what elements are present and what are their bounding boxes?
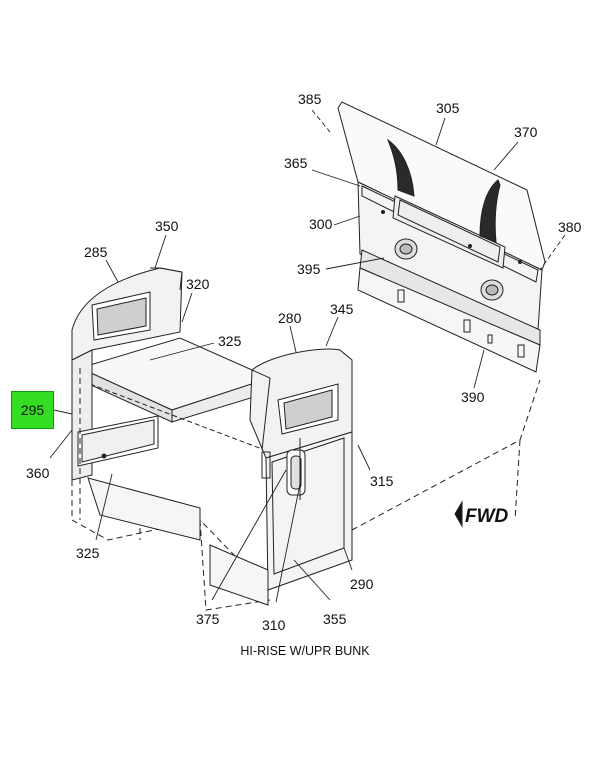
rear-wall-panel <box>337 101 546 373</box>
callout-395: 395 <box>297 261 321 277</box>
fwd-label: FWD <box>465 506 509 527</box>
fwd-arrow-icon <box>454 500 463 528</box>
callout-280: 280 <box>278 310 302 326</box>
lower-frame-outline <box>71 368 541 611</box>
callout-355: 355 <box>323 611 347 627</box>
callout-360: 360 <box>26 465 50 481</box>
callout-315: 315 <box>370 473 394 489</box>
callout-365: 365 <box>284 155 308 171</box>
leader-lines <box>49 109 566 603</box>
diagram-caption: HI-RISE W/UPR BUNK <box>240 644 370 658</box>
callout-285: 285 <box>84 244 108 260</box>
highlighted-part-295[interactable]: 295 <box>11 391 54 429</box>
callout-390: 390 <box>461 389 485 405</box>
callout-350: 350 <box>155 218 179 234</box>
left-lower-panel <box>71 349 159 481</box>
callout-345: 345 <box>330 301 354 317</box>
callout-310: 310 <box>262 617 286 633</box>
callout-305: 305 <box>436 100 460 116</box>
callout-320: 320 <box>186 276 210 292</box>
lower-frame-solid <box>87 477 269 606</box>
left-side-panel <box>71 267 183 361</box>
callout-300: 300 <box>309 216 333 232</box>
callout-375: 375 <box>196 611 220 627</box>
highlighted-part-label: 295 <box>20 402 45 418</box>
callout-325-top: 325 <box>218 333 242 349</box>
callout-385: 385 <box>298 91 322 107</box>
callout-325-bottom: 325 <box>76 545 100 561</box>
upper-bunk-platform <box>78 337 272 453</box>
right-side-panel <box>249 348 353 591</box>
callout-labels: 385 305 370 365 300 380 395 390 350 285 … <box>26 91 582 633</box>
callout-370: 370 <box>514 124 538 140</box>
callout-380: 380 <box>558 219 582 235</box>
callout-290: 290 <box>350 576 374 592</box>
